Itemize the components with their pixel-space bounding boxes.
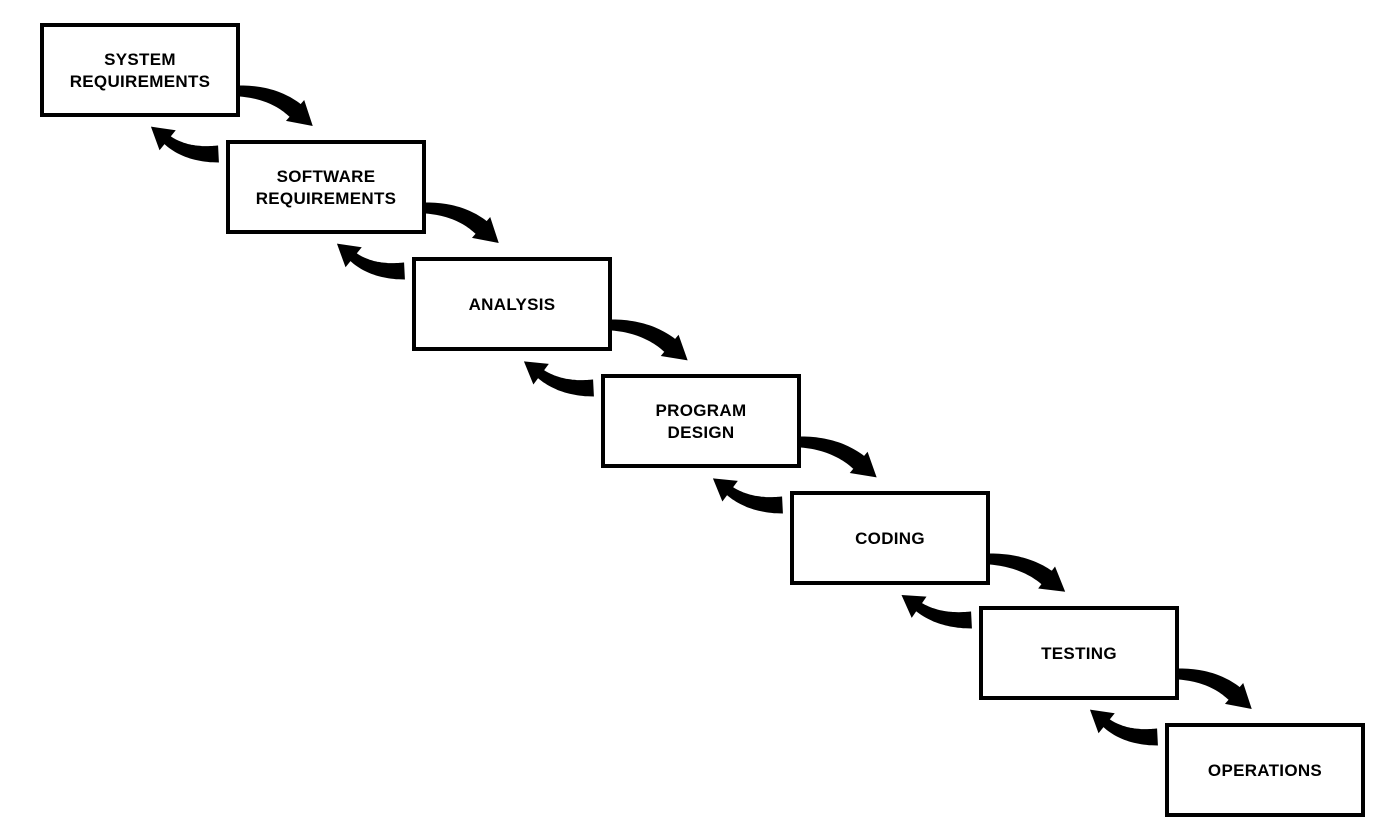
stage-label: REQUIREMENTS [256, 189, 397, 208]
arrow-shape [425, 202, 499, 243]
stage-coding: CODING [790, 491, 990, 585]
arrow-shape [523, 361, 594, 397]
stage-analysis: ANALYSIS [412, 257, 612, 351]
stage-label: SYSTEM [104, 50, 176, 69]
arrow-shape [901, 594, 972, 629]
feedback-arrow-testing-to-coding [901, 594, 972, 629]
stage-label: PROGRAM [656, 401, 747, 420]
stage-operations: OPERATIONS [1165, 723, 1365, 817]
stages-layer: SYSTEM REQUIREMENTS SOFTWARE REQUIREMENTS AN… [40, 23, 1365, 817]
arrow-shape [150, 126, 219, 163]
stage-box [601, 374, 801, 468]
arrow-shape [1089, 709, 1158, 746]
forward-arrow-testing-to-operations [1178, 668, 1252, 709]
forward-arrow-program-design-to-coding [800, 436, 877, 478]
stage-testing: TESTING [979, 606, 1179, 700]
stage-box [40, 23, 240, 117]
stage-box [226, 140, 426, 234]
stage-label: DESIGN [668, 423, 735, 442]
arrow-shape [800, 436, 877, 478]
stage-box [790, 491, 990, 585]
arrow-shape [1178, 668, 1252, 709]
stage-label: OPERATIONS [1208, 761, 1322, 780]
feedback-arrow-software-requirements-to-system-requirements [150, 126, 219, 163]
stage-software-requirements: SOFTWARE REQUIREMENTS [226, 140, 426, 234]
arrow-shape [989, 553, 1066, 592]
stage-program-design: PROGRAM DESIGN [601, 374, 801, 468]
arrow-shape [611, 319, 688, 361]
forward-arrow-analysis-to-program-design [611, 319, 688, 361]
stage-box [412, 257, 612, 351]
stage-box [1165, 723, 1365, 817]
arrow-shape [712, 478, 783, 514]
forward-arrow-software-requirements-to-analysis [425, 202, 499, 243]
feedback-arrow-coding-to-program-design [712, 478, 783, 514]
stage-label: SOFTWARE [277, 167, 376, 186]
stage-label: TESTING [1041, 644, 1117, 663]
forward-arrow-coding-to-testing [989, 553, 1066, 592]
stage-label: ANALYSIS [469, 295, 556, 314]
arrows-layer [150, 85, 1252, 746]
stage-label: REQUIREMENTS [70, 72, 211, 91]
arrow-shape [336, 243, 405, 280]
feedback-arrow-operations-to-testing [1089, 709, 1158, 746]
feedback-arrow-analysis-to-software-requirements [336, 243, 405, 280]
stage-system-requirements: SYSTEM REQUIREMENTS [40, 23, 240, 117]
stage-label: CODING [855, 529, 925, 548]
stage-box [979, 606, 1179, 700]
forward-arrow-system-requirements-to-software-requirements [239, 85, 313, 126]
feedback-arrow-program-design-to-analysis [523, 361, 594, 397]
arrow-shape [239, 85, 313, 126]
